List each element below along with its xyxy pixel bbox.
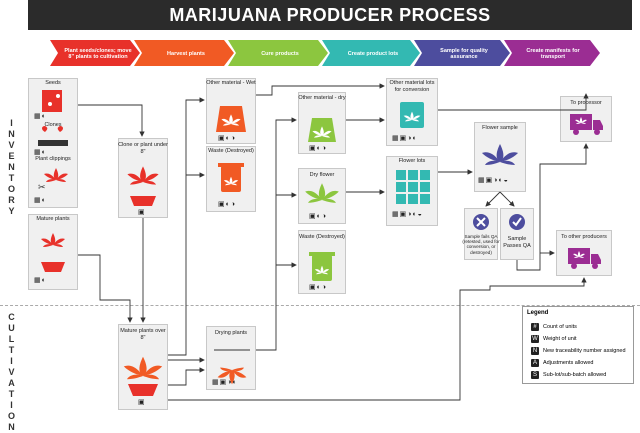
truck-icon xyxy=(568,248,601,269)
plant-icon xyxy=(127,166,159,185)
mature-over8-label: Mature plants over 8" xyxy=(120,328,166,341)
plant-clippings-label: Plant clippings xyxy=(35,156,71,162)
stage-label-2: Harvest plants xyxy=(167,50,205,57)
dry-flower-label: Dry flower xyxy=(309,172,335,178)
stage-chevron-6 xyxy=(504,40,600,66)
drying-symbols: ▦▣◑◐ xyxy=(212,379,238,386)
sample-fails-label: Sample fails QA (retested, used for conv… xyxy=(462,234,500,255)
other-lots-symbols: ▦▣◑◐ xyxy=(392,135,418,142)
waste-1-symbols: ▣◐◑ xyxy=(218,201,237,208)
waste-2-symbols: ▣◐◑ xyxy=(309,284,328,291)
new-number-icon: N xyxy=(531,347,539,355)
clippings-symbols: ▦◐ xyxy=(34,197,47,204)
zone-divider xyxy=(0,305,640,306)
adjustments-icon: A xyxy=(531,359,539,367)
stage-label-5: Sample for quality assurance xyxy=(440,47,488,61)
seed-bag-icon xyxy=(42,90,62,112)
other-lots-label: Other material lots for conversion xyxy=(389,80,435,93)
mature-symbols: ▦◐ xyxy=(34,277,47,284)
flower-sample-label: Flower sample xyxy=(482,125,518,131)
legend-label: New traceability number assigned xyxy=(543,348,626,354)
flower-lots-symbols: ▦▣◑◐◒ xyxy=(392,211,423,218)
pot-icon xyxy=(130,196,156,206)
stage-label-3: Cure products xyxy=(261,50,299,57)
flower-lots-label: Flower lots xyxy=(398,158,426,164)
pot-icon xyxy=(128,384,158,396)
dry-flower-symbols: ▣◐◑ xyxy=(309,213,328,220)
stage-chevrons xyxy=(50,40,600,66)
other-wet-symbols: ▣◐◑ xyxy=(218,135,237,142)
legend-item-sublot: S Sub-lot/sub-batch allowed xyxy=(531,371,606,379)
legend: Legend # Count of units W Weight of unit… xyxy=(522,306,634,384)
count-icon: # xyxy=(531,323,539,331)
pot-icon xyxy=(41,262,65,272)
dry-flower-icon xyxy=(305,183,339,203)
page-title: MARIJUANA PRODUCER PROCESS xyxy=(28,0,632,30)
mature-plants-label: Mature plants xyxy=(36,216,70,222)
legend-label: Adjustments allowed xyxy=(543,360,594,366)
lot-grid-icon xyxy=(396,170,430,204)
mature-plant-icon xyxy=(41,233,65,247)
legend-label: Weight of unit xyxy=(543,336,577,342)
other-dry-symbols: ▣◐◑ xyxy=(309,145,328,152)
waste-1-label: Waste (Destroyed) xyxy=(208,148,254,154)
stage-chevron-2 xyxy=(134,40,234,66)
stage-chevron-4 xyxy=(322,40,420,66)
to-other-producers-label: To other producers xyxy=(561,234,607,240)
stage-chevron-3 xyxy=(228,40,328,66)
legend-label: Sub-lot/sub-batch allowed xyxy=(543,372,607,378)
other-dry-label: Other material - dry xyxy=(298,95,346,101)
mature-plants-box xyxy=(28,214,78,290)
clones-symbols: ▦◐ xyxy=(34,149,47,156)
legend-label: Count of units xyxy=(543,324,577,330)
weight-icon: W xyxy=(531,335,539,343)
drying-plants-label: Drying plants xyxy=(214,330,248,336)
clone-under8-symbols: ▣ xyxy=(138,209,146,216)
scissors-icon: ✂ xyxy=(38,182,46,192)
clone-under8-label: Clone or plant under 8" xyxy=(118,142,168,155)
legend-item-adjustments: A Adjustments allowed xyxy=(531,359,593,367)
flower-sample-symbols: ▦▣◑◐◒ xyxy=(478,177,509,184)
legend-item-new-number: N New traceability number assigned xyxy=(531,347,626,355)
seeds-symbols: ▦◐ xyxy=(34,113,47,120)
stage-chevron-1 xyxy=(50,40,140,66)
stage-chevron-5 xyxy=(414,40,510,66)
flower-sample-icon xyxy=(482,144,518,165)
legend-title: Legend xyxy=(527,310,549,316)
sample-passes-label: Sample Passes QA xyxy=(503,236,531,249)
legend-item-weight: W Weight of unit xyxy=(531,335,577,343)
truck-icon xyxy=(570,114,603,135)
stage-label-1: Plant seeds/clones; move 8" plants to cu… xyxy=(64,47,132,61)
large-plant-icon xyxy=(123,356,163,380)
waste-2-label: Waste (Destroyed) xyxy=(299,234,345,240)
clones-label: Clones xyxy=(44,122,62,128)
sprout-icon xyxy=(38,126,68,146)
sublot-icon: S xyxy=(531,371,539,379)
mature-over8-symbols: ▣ xyxy=(138,399,146,406)
clipping-icon xyxy=(44,168,68,182)
stage-label-6: Create manifests for transport xyxy=(526,47,580,61)
seeds-label: Seeds xyxy=(45,80,61,86)
legend-item-count: # Count of units xyxy=(531,323,577,331)
stage-label-4: Create product lots xyxy=(347,50,399,57)
other-wet-label: Other material - Wet xyxy=(206,80,256,86)
diagram-graphics: ✂ xyxy=(38,83,603,401)
